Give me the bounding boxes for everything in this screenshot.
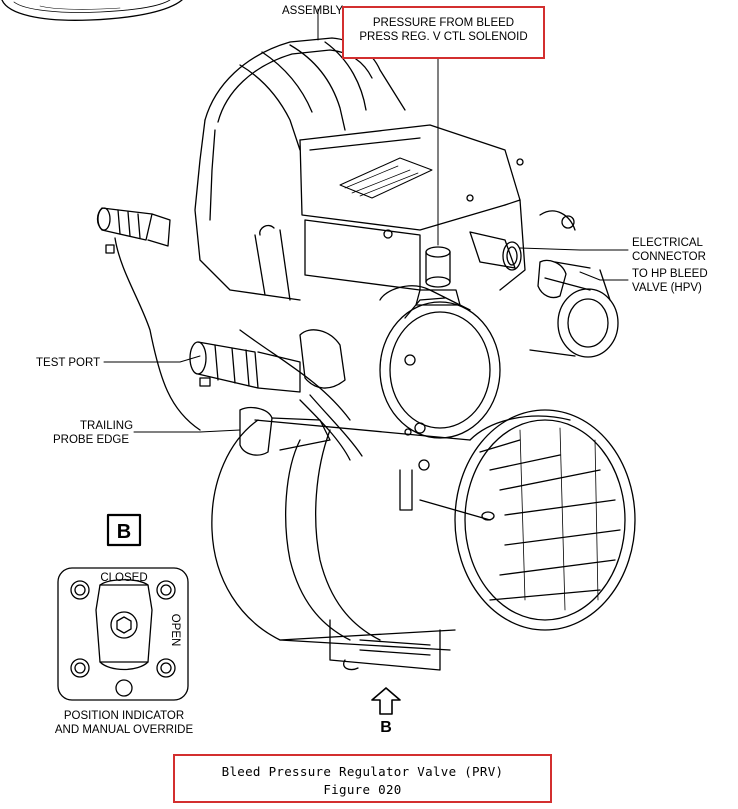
trailing-probe-label-2: PROBE EDGE bbox=[53, 434, 129, 446]
actuator-ring bbox=[379, 285, 501, 471]
duct-body bbox=[211, 409, 636, 671]
figure-number: Figure 020 bbox=[323, 782, 402, 797]
pressure-callout: PRESSURE FROM BLEED PRESS REG. V CTL SOL… bbox=[342, 6, 545, 59]
solenoid-fitting bbox=[415, 246, 461, 306]
hp-bleed-port bbox=[529, 259, 619, 358]
upper-assembly-fragment bbox=[1, 0, 183, 21]
sensor-probe-upper bbox=[96, 207, 201, 431]
detail-b-letter: B bbox=[117, 521, 131, 543]
view-b-letter: B bbox=[380, 719, 392, 736]
assembly-label: ASSEMBLY bbox=[282, 5, 343, 17]
figure-title: Bleed Pressure Regulator Valve (PRV) bbox=[221, 764, 504, 779]
probe-mount bbox=[239, 224, 363, 461]
leader-lines bbox=[103, 8, 629, 433]
hp-bleed-label-1: TO HP BLEED bbox=[632, 268, 708, 280]
trailing-probe-label-1: TRAILING bbox=[80, 420, 133, 432]
detail-b-box bbox=[106, 513, 142, 547]
open-label: OPEN bbox=[169, 614, 181, 647]
test-port-label: TEST PORT bbox=[36, 357, 100, 369]
electrical-connector-label-2: CONNECTOR bbox=[632, 251, 706, 263]
position-indicator bbox=[57, 567, 189, 701]
position-indicator-label-2: AND MANUAL OVERRIDE bbox=[55, 724, 194, 736]
position-indicator-label-1: POSITION INDICATOR bbox=[64, 710, 184, 722]
hp-bleed-label-2: VALVE (HPV) bbox=[632, 282, 702, 294]
pressure-callout-line-1: PRESSURE FROM BLEED bbox=[372, 17, 515, 29]
figure-caption: Bleed Pressure Regulator Valve (PRV) Fig… bbox=[173, 754, 552, 803]
closed-label: CLOSED bbox=[100, 572, 147, 584]
pressure-callout-line-2: PRESS REG. V CTL SOLENOID bbox=[359, 31, 528, 43]
electrical-connector bbox=[469, 210, 576, 271]
view-b-arrow bbox=[371, 687, 401, 715]
valve-actuator-housing bbox=[194, 37, 526, 301]
test-port-fitting bbox=[189, 341, 301, 393]
electrical-connector-label-1: ELECTRICAL bbox=[632, 237, 704, 249]
